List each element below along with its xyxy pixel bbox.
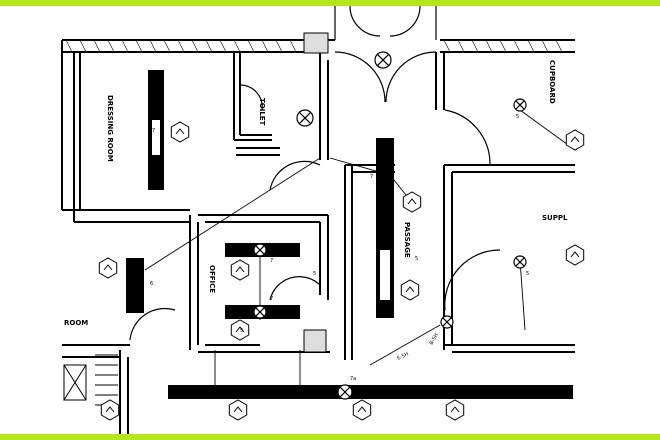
outer-walls <box>61 39 575 358</box>
switch-hexagon-mark <box>105 406 115 413</box>
top-accent-band <box>0 0 660 6</box>
switch-hexagon-mark <box>233 406 243 413</box>
tag-dressing-a: 7 <box>152 128 155 134</box>
wire-supply-mid <box>519 259 526 331</box>
switch-hexagon-mark <box>570 136 580 143</box>
ceiling-light-cross <box>515 257 525 267</box>
tag-cupboard-a: 5 <box>516 114 519 120</box>
tag-supply-a: 5 <box>526 271 529 277</box>
room-label-cupboard: CUPBOARD <box>548 60 556 104</box>
ceiling-light-cross <box>255 245 265 255</box>
ceiling-light-cross <box>255 307 265 317</box>
ceiling-light-cross <box>339 386 351 398</box>
tag-office-c: 5 <box>313 271 316 277</box>
room-tube-light <box>126 258 144 313</box>
ceiling-light-cross <box>515 100 525 110</box>
circuit-run-a: E-5H <box>396 351 410 362</box>
tag-office-b: 7 <box>270 296 273 302</box>
toilet-walls <box>233 52 272 141</box>
switch-hexagon-mark <box>175 128 185 135</box>
circuit-run-b: B-5H <box>429 332 440 346</box>
stair-wall <box>119 350 129 440</box>
tag-bottom-a: 7a <box>350 376 356 382</box>
main-door-left-swing <box>334 51 386 103</box>
passage-walls <box>344 164 395 360</box>
switch-hexagon-mark <box>450 406 460 413</box>
bottom-tube-light <box>168 385 573 399</box>
switch-hexagon-mark <box>357 406 367 413</box>
wire-room-to-toilet <box>144 157 321 271</box>
room-label-toilet: TOILET <box>258 98 266 126</box>
office-walls <box>189 214 328 350</box>
shaft-hatch-icon <box>303 32 329 353</box>
stair-box <box>63 364 87 401</box>
ceiling-light-cross <box>298 111 312 125</box>
top-door-swing-right <box>389 5 421 37</box>
room-label-dressing: DRESSING ROOM <box>106 95 114 162</box>
main-door-jambs <box>334 6 437 40</box>
top-door-swing-left <box>349 5 381 37</box>
switch-hexagon-mark <box>407 198 417 205</box>
room-label-office: OFFICE <box>208 265 216 293</box>
room-labels: DRESSING ROOM TOILET PASSAGE OFFICE ROOM… <box>64 60 568 327</box>
room-label-supply: SUPPL <box>542 214 568 222</box>
left-wall-upper <box>61 40 75 210</box>
dressing-left-wall <box>73 52 81 222</box>
switch-hexagon-mark <box>235 326 245 333</box>
wire-toilet-to-passage <box>329 157 411 201</box>
left-lower-wall <box>62 344 130 358</box>
wire-passage-bottom <box>369 324 441 366</box>
wall-hatch <box>65 39 563 53</box>
bottom-accent-band <box>0 434 660 440</box>
tag-passage-a: 7 <box>370 174 373 180</box>
door-swings <box>129 5 501 341</box>
ceiling-light-cross <box>442 317 452 327</box>
tag-office-a: 7 <box>270 258 273 264</box>
switch-hexagon-mark <box>235 266 245 273</box>
dressing-bottom-wall <box>236 147 280 156</box>
top-wall-right <box>440 39 575 53</box>
supply-walls <box>443 164 575 350</box>
supply-door-swing <box>444 109 491 166</box>
toilet-right-wall <box>319 52 329 160</box>
tag-passage-b: 5 <box>415 256 418 262</box>
ceiling-light-cross <box>376 53 390 67</box>
tag-room-a: 6 <box>150 281 153 287</box>
switch-hexagon-mark <box>103 264 113 271</box>
room-label-room: ROOM <box>64 319 88 327</box>
office-door-swing <box>269 276 321 301</box>
room-label-passage: PASSAGE <box>403 222 411 258</box>
office-right-wall <box>319 215 329 300</box>
switch-hexagon-icon <box>98 121 585 421</box>
tube-light-icon <box>126 70 573 399</box>
top-wall <box>62 39 335 53</box>
stair-treads <box>95 354 118 406</box>
circuit-wiring <box>144 109 576 390</box>
stairs <box>63 354 118 406</box>
wire-office-to-bottom <box>214 350 301 390</box>
switch-hexagon-mark <box>570 251 580 258</box>
switch-hexagon-mark <box>405 286 415 293</box>
ceiling-light-icon <box>253 51 527 400</box>
room-door-swing <box>129 307 176 341</box>
supply-bottom-wall <box>444 344 575 353</box>
door-jamb-right <box>435 52 445 110</box>
supply-lower-door-swing <box>444 249 501 311</box>
left-mid-wall <box>62 209 190 223</box>
dressing-door-swing <box>239 84 263 111</box>
main-door-right-swing <box>385 51 437 103</box>
fixture-tags: 7 6 7 7 7 5 5 7a 5 5 5 E-5H B-5H <box>150 114 529 382</box>
tag-office-d: 5 <box>240 328 243 334</box>
